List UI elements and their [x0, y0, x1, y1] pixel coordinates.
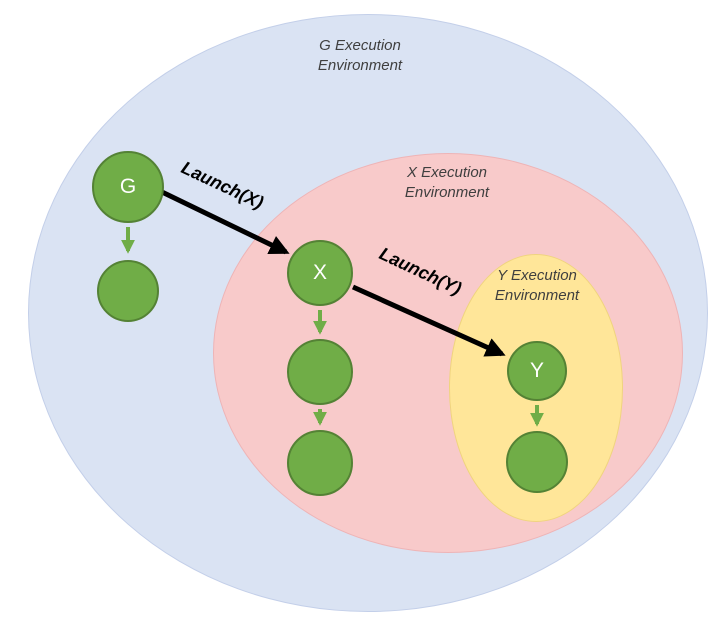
node-g-circle: G [92, 151, 164, 223]
node-x-child1-circle [287, 339, 353, 405]
node-y-label: Y [529, 359, 544, 382]
node-y-child-circle [506, 431, 568, 493]
env-y-label: Y Execution Environment [494, 267, 580, 305]
node-x-circle: X [287, 240, 353, 306]
env-g-label: G Execution Environment [317, 37, 403, 75]
node-g-label: G [119, 175, 137, 198]
node-y-circle: Y [507, 341, 567, 401]
node-x-child2-circle [287, 430, 353, 496]
env-x-label: X Execution Environment [404, 164, 490, 202]
node-g-child-circle [97, 260, 159, 322]
node-x-label: X [312, 261, 327, 284]
